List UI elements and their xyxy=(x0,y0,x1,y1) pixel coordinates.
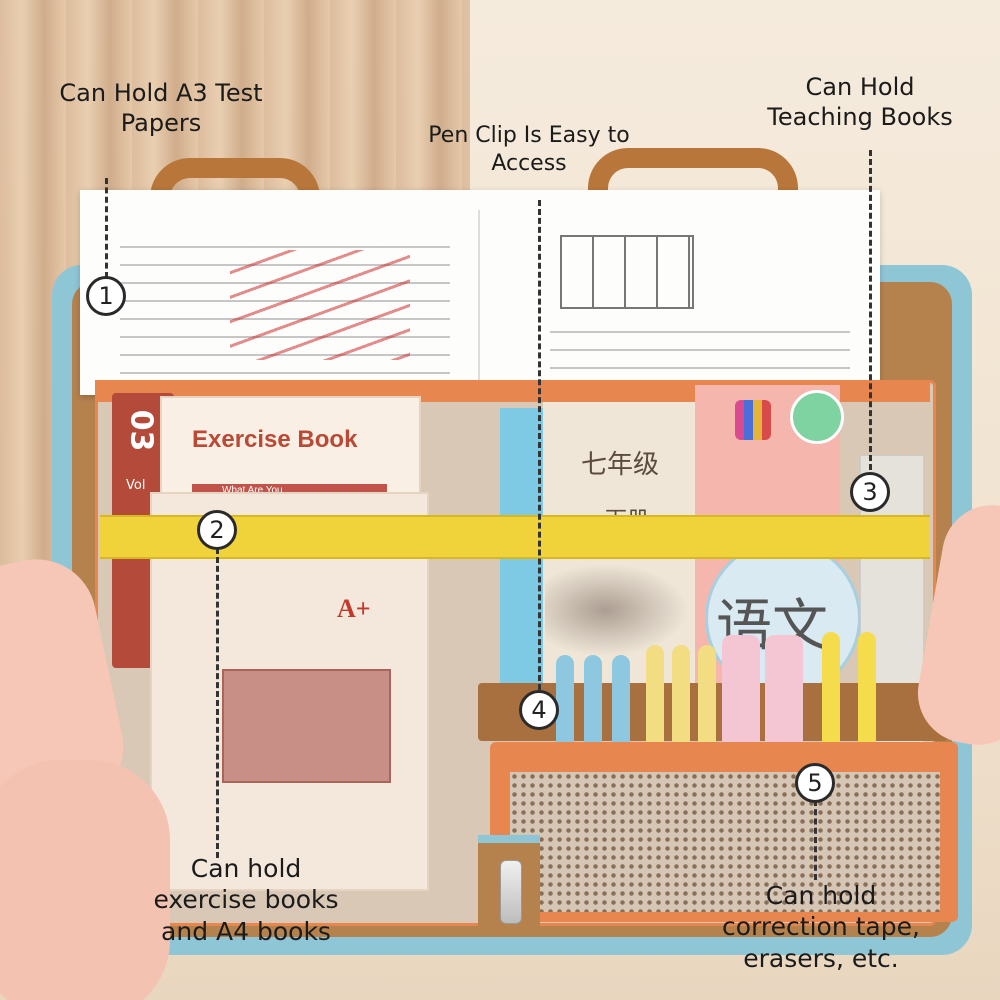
handwritten-card xyxy=(222,669,391,783)
paper-table xyxy=(560,235,694,309)
a3-test-paper xyxy=(80,190,880,395)
exercise-book-title: Exercise Book xyxy=(192,426,358,453)
volume-label: Vol xyxy=(126,478,146,493)
paper-divider xyxy=(478,210,480,390)
marker-2: 2 xyxy=(197,510,237,550)
marker-1: 1 xyxy=(86,276,126,316)
marker-3: 3 xyxy=(850,472,890,512)
grade-title: 七年级 xyxy=(581,450,660,480)
left-hand-lower xyxy=(0,760,170,1000)
leader-line-2 xyxy=(216,548,219,858)
exercise-book-subtitle: What Are You xyxy=(222,485,283,496)
marker-5: 5 xyxy=(795,763,835,803)
zipper-pull xyxy=(500,860,522,924)
volume-number: 03 xyxy=(123,409,159,452)
ink-painting xyxy=(545,560,695,660)
callout-teaching-books: Can Hold Teaching Books xyxy=(767,73,953,131)
callout-correction-tape: Can hold correction tape, erasers, etc. xyxy=(722,881,920,973)
marker-4: 4 xyxy=(519,690,559,730)
callout-a3-papers: Can Hold A3 Test Papers xyxy=(59,79,263,137)
paper-text-lines-right xyxy=(550,315,850,375)
paper-red-marks xyxy=(230,250,410,360)
callout-exercise-books: Can hold exercise books and A4 books xyxy=(153,854,339,946)
leader-line-4 xyxy=(538,200,541,690)
grade-mark: A+ xyxy=(337,594,371,623)
mesh-pocket-net xyxy=(510,772,940,912)
leader-line-1 xyxy=(105,178,108,278)
leader-line-3 xyxy=(869,150,872,470)
yellow-band xyxy=(100,515,930,559)
callout-pen-clip: Pen Clip Is Easy to Access xyxy=(428,123,630,176)
pink-book-logo xyxy=(735,400,771,440)
leader-line-5 xyxy=(814,800,817,880)
green-badge xyxy=(790,390,844,444)
